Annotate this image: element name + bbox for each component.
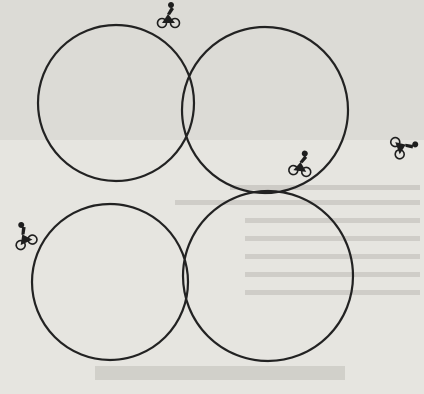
faint-text-line [175, 200, 420, 205]
faint-text-line [230, 185, 420, 190]
faint-heading [95, 366, 345, 380]
faint-text-line [245, 290, 420, 295]
circle-bottom-left [32, 204, 188, 360]
faint-text-line [245, 254, 420, 259]
faint-text-line [245, 236, 420, 241]
cyclist-icon [8, 219, 39, 251]
faint-text-line [245, 272, 420, 277]
cyclist-icon [288, 149, 313, 177]
background-photo-block [0, 0, 424, 140]
background-print [0, 0, 424, 380]
